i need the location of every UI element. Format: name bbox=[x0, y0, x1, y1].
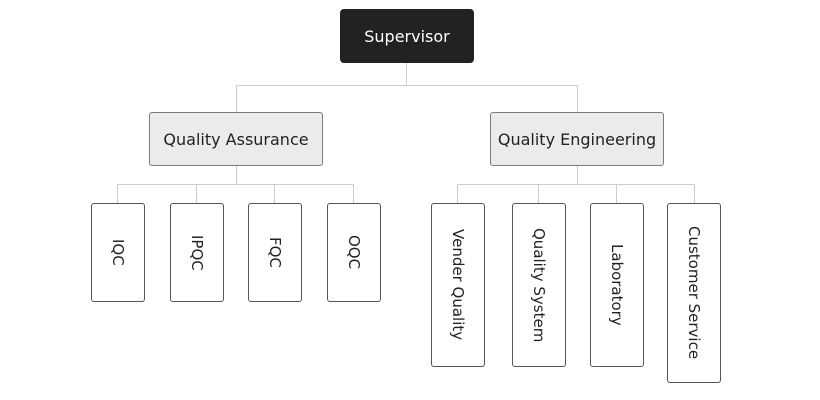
supervisor-node[interactable]: Supervisor bbox=[340, 9, 474, 63]
customer-service-label: Customer Service bbox=[685, 226, 703, 360]
quality-engineering-label: Quality Engineering bbox=[497, 129, 657, 149]
vender-quality-label: Vender Quality bbox=[449, 229, 467, 341]
iqc-node[interactable]: IQC bbox=[91, 203, 145, 302]
quality-system-node[interactable]: Quality System bbox=[512, 203, 566, 367]
customer-service-node[interactable]: Customer Service bbox=[667, 203, 721, 383]
quality-assurance-label: Quality Assurance bbox=[163, 129, 309, 149]
quality-assurance-node[interactable]: Quality Assurance bbox=[149, 112, 323, 166]
fqc-label: FQC bbox=[266, 237, 284, 268]
laboratory-label: Laboratory bbox=[608, 244, 626, 326]
iqc-label: IQC bbox=[109, 239, 127, 266]
vender-quality-node[interactable]: Vender Quality bbox=[431, 203, 485, 367]
ipqc-label: IPQC bbox=[188, 234, 206, 271]
quality-system-label: Quality System bbox=[530, 227, 548, 343]
ipqc-node[interactable]: IPQC bbox=[170, 203, 224, 302]
fqc-node[interactable]: FQC bbox=[248, 203, 302, 302]
oqc-node[interactable]: OQC bbox=[327, 203, 381, 302]
supervisor-label: Supervisor bbox=[364, 26, 450, 46]
oqc-label: OQC bbox=[345, 235, 363, 270]
quality-engineering-node[interactable]: Quality Engineering bbox=[490, 112, 664, 166]
laboratory-node[interactable]: Laboratory bbox=[590, 203, 644, 367]
